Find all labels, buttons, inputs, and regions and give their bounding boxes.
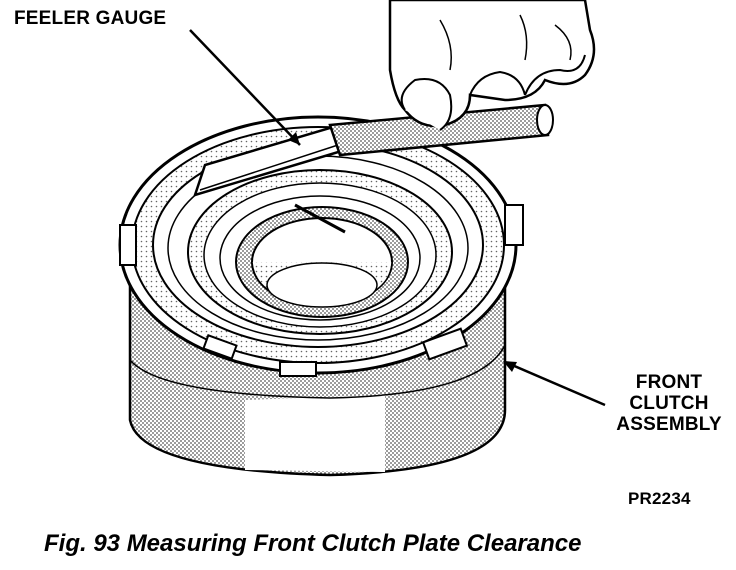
front-clutch-label-line3: ASSEMBLY [616,414,722,435]
figure-code: PR2234 [628,489,691,508]
front-clutch-label-line2: CLUTCH [629,393,709,414]
leader-lines [189,29,606,407]
figure-caption: Fig. 93 Measuring Front Clutch Plate Cle… [44,530,582,557]
feeler-gauge-leader [189,29,301,146]
feeler-gauge [193,103,554,197]
feeler-gauge-label: FEELER GAUGE [14,8,167,29]
hand [388,0,596,131]
front-clutch-assembly-label: FRONT CLUTCH ASSEMBLY [614,372,724,435]
clutch-hub [235,203,409,318]
front-clutch-label-line1: FRONT [635,372,703,393]
front-clutch-leader [504,360,606,407]
